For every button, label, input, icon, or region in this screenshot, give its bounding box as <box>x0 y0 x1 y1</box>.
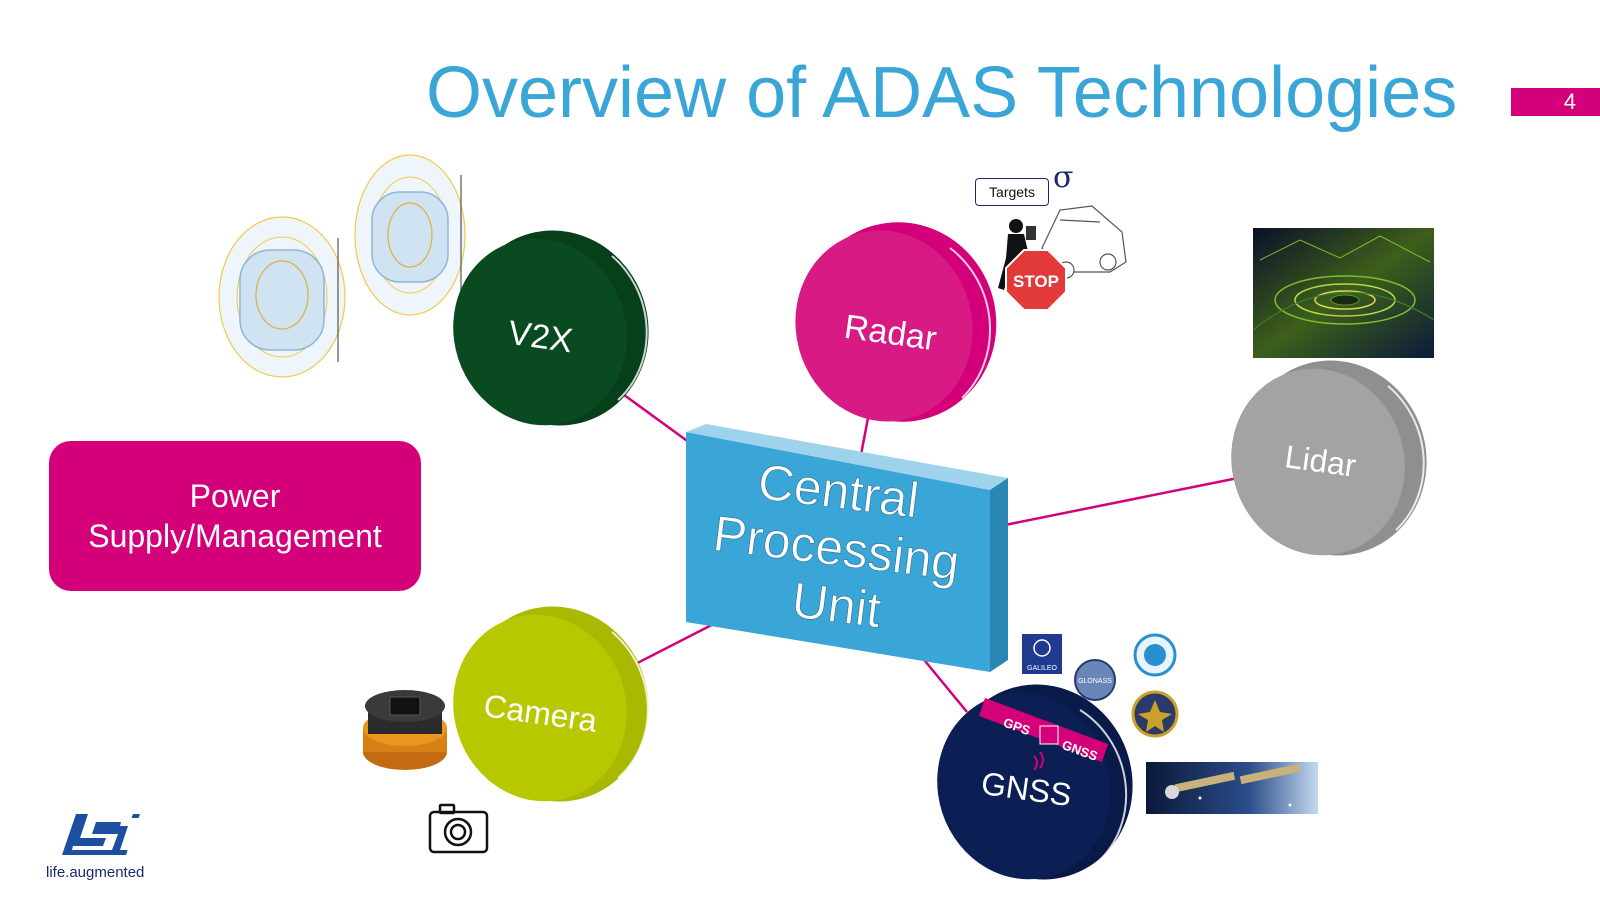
glonass-logo-text: GLONASS <box>1078 678 1112 685</box>
cpu-label-line3: Unit <box>789 572 884 638</box>
connector-lidar <box>989 476 1239 530</box>
st-logo <box>62 814 148 855</box>
node-gnss: GPS GNSS GNSS <box>937 684 1133 880</box>
galileo-logo-text: GALILEO <box>1027 665 1058 672</box>
central-processing-unit: Central Processing Unit <box>686 424 1008 672</box>
radar-scene-illustration: STOP <box>998 205 1127 311</box>
camera-icon <box>428 803 489 854</box>
gnss-chip-icon <box>1039 725 1059 745</box>
targets-label: Targets <box>975 178 1049 206</box>
lidar-pointcloud-image <box>1252 228 1435 358</box>
node-v2x-label: V2X <box>506 314 575 361</box>
sigma-symbol: σ <box>1053 160 1074 195</box>
gnss-constellation-logos: GALILEO GLONASS <box>1022 633 1179 738</box>
node-lidar: Lidar <box>1231 360 1427 556</box>
satellite-image <box>1146 762 1318 814</box>
v2x-cars-illustration <box>218 154 466 378</box>
page-number: 4 <box>1511 88 1600 116</box>
power-box-line1: Power <box>189 478 281 514</box>
node-radar: Radar <box>795 222 997 422</box>
slide-title: Overview of ADAS Technologies <box>426 53 1458 133</box>
power-box-line2: Supply/Management <box>88 518 382 554</box>
logo-tagline: life.augmented <box>46 864 145 881</box>
camera-module-illustration <box>363 690 447 770</box>
power-supply-management-box: Power Supply/Management <box>49 441 421 591</box>
stop-sign-text: STOP <box>1013 272 1059 291</box>
stop-sign-icon: STOP <box>1005 249 1067 311</box>
signal-waves-icon <box>1033 751 1044 771</box>
node-camera: Camera <box>453 606 649 802</box>
node-v2x: V2X <box>453 230 649 426</box>
